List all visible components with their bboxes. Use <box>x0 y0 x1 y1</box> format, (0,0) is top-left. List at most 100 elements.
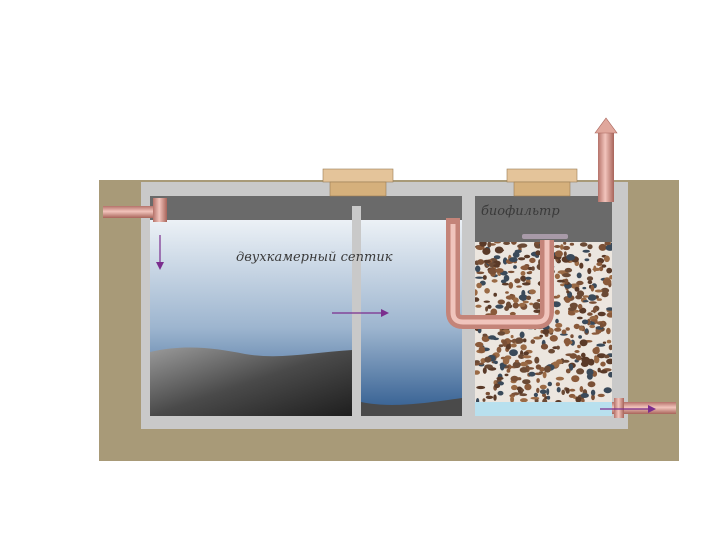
filter-pebble <box>556 346 560 350</box>
filter-pebble <box>606 268 612 274</box>
filter-pebble <box>578 304 583 309</box>
filter-pebble <box>516 285 522 287</box>
filter-pebble <box>588 381 596 387</box>
filter-pebble <box>601 292 608 297</box>
filter-pebble <box>570 243 574 246</box>
filter-pebble <box>582 320 588 325</box>
filter-pebble <box>493 394 496 400</box>
filter-pebble <box>604 387 612 393</box>
vent-pipe <box>598 133 614 202</box>
filter-pebble <box>588 253 591 257</box>
filter-pebble <box>535 250 540 255</box>
filter-pebble <box>579 326 584 331</box>
filter-pebble <box>588 294 597 301</box>
filter-pebble <box>502 340 507 347</box>
filter-pebble <box>561 390 565 395</box>
filter-pebble <box>518 387 522 392</box>
filter-pebble <box>475 266 480 273</box>
filter-pebble <box>582 357 585 362</box>
filter-pebble <box>556 359 563 364</box>
filter-pebble <box>603 278 612 285</box>
filter-pebble <box>483 398 486 402</box>
filter-pebble <box>540 385 547 390</box>
filter-pebble <box>556 382 560 386</box>
filter-pebble <box>577 273 582 279</box>
filter-pebble <box>483 367 487 374</box>
label-biofilter: биофильтр <box>481 204 560 219</box>
filter-pebble <box>520 344 526 350</box>
filter-pebble <box>526 367 534 370</box>
filter-pebble <box>566 254 575 261</box>
filter-pebble <box>506 295 514 299</box>
filter-pebble <box>477 259 484 265</box>
filter-pebble <box>541 344 548 350</box>
filter-pebble <box>587 244 592 249</box>
filter-pebble <box>520 276 525 281</box>
filter-pebble <box>562 360 569 363</box>
filter-pebble <box>492 279 498 283</box>
filter-pebble <box>510 396 514 403</box>
filter-pebble <box>557 295 560 298</box>
filter-pebble <box>494 384 500 389</box>
filter-pebble <box>517 377 522 380</box>
filter-pebble <box>602 264 607 267</box>
filter-pebble <box>520 362 528 367</box>
filter-pebble <box>592 347 599 354</box>
filter-pebble <box>543 372 547 379</box>
filter-pebble <box>500 364 504 371</box>
transfer-pipe-top <box>446 218 460 224</box>
filter-pebble <box>483 260 491 264</box>
filter-pebble <box>548 349 555 354</box>
filter-pebble <box>589 301 597 304</box>
filter-pebble <box>495 305 503 309</box>
filter-pebble <box>486 392 490 395</box>
filter-pebble <box>513 302 519 308</box>
filter-pebble <box>534 393 538 397</box>
access-lid-left <box>323 169 393 182</box>
filter-pebble <box>521 271 526 276</box>
biofilter-wall <box>462 196 475 416</box>
filter-pebble <box>583 295 589 297</box>
filter-pebble <box>547 396 550 400</box>
filter-pebble <box>520 332 525 339</box>
filter-pebble <box>509 282 514 289</box>
filter-pebble <box>591 310 596 312</box>
filter-pebble <box>488 335 496 339</box>
access-lid-right-neck <box>514 182 570 196</box>
filter-pebble <box>533 337 542 340</box>
filter-pebble <box>498 300 505 305</box>
filter-pebble <box>580 242 588 246</box>
filter-pebble <box>591 319 595 321</box>
filter-pebble <box>544 366 551 373</box>
filter-pebble <box>475 342 483 347</box>
filter-pebble <box>566 369 571 374</box>
filter-pebble <box>577 345 581 348</box>
filter-pebble <box>580 386 584 392</box>
filter-pebble <box>513 265 517 269</box>
filter-pebble <box>514 278 520 283</box>
filter-pebble <box>493 264 498 267</box>
filter-pebble <box>564 251 567 256</box>
filter-pebble <box>529 258 535 263</box>
filter-pebble <box>580 339 588 346</box>
filter-pebble <box>511 385 518 390</box>
filter-pebble <box>568 307 576 311</box>
filter-pebble <box>497 331 505 335</box>
filter-pebble <box>498 391 504 396</box>
filter-pebble <box>585 258 590 261</box>
filter-pebble <box>556 377 564 381</box>
filter-pebble <box>525 277 532 280</box>
filter-pebble <box>487 242 491 248</box>
filter-pebble <box>592 268 600 271</box>
filter-pebble <box>524 255 530 259</box>
filter-pebble <box>484 357 491 363</box>
filter-pebble <box>565 353 574 356</box>
filter-pebble <box>576 281 583 285</box>
filter-pebble <box>587 312 593 316</box>
filter-pebble <box>598 394 605 397</box>
filter-pebble <box>526 296 531 300</box>
filter-pebble <box>581 393 589 398</box>
filter-pebble <box>497 347 502 353</box>
filter-pebble <box>484 288 490 294</box>
